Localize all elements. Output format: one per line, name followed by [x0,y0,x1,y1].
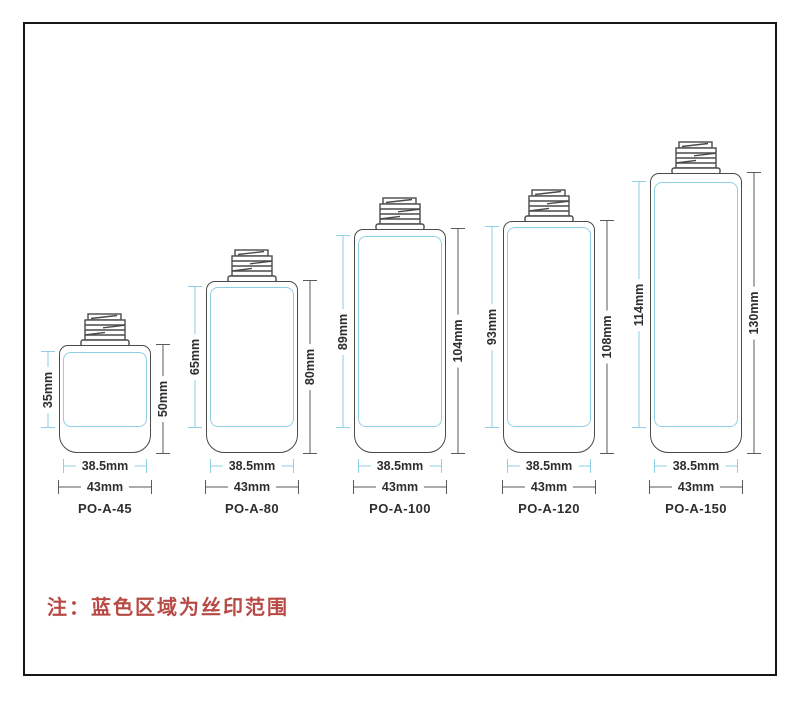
print-width-label: 38.5mm [370,459,430,473]
dimension-tick [41,351,55,352]
print-height-dimension: 89mm [336,235,350,428]
body-width-label: 43mm [671,480,721,494]
bottle-model-label: PO-A-120 [518,501,580,516]
body-width-label: 43mm [524,480,574,494]
dimension-tick [590,459,591,473]
screw-neck-icon [78,313,132,347]
dimension-tick [156,453,170,454]
bottle-model-label: PO-A-80 [224,501,280,516]
body-width-label: 43mm [227,480,277,494]
screw-neck-icon [373,197,427,231]
print-width-label: 38.5mm [75,459,135,473]
screw-neck-icon [669,141,723,175]
silk-print-area [507,227,591,427]
dimension-tick [188,286,202,287]
dimension-tick [451,228,465,229]
print-height-label: 89mm [336,308,350,355]
print-width-dimension: 38.5mm [654,459,738,473]
dimension-tick [41,427,55,428]
dimension-tick [293,459,294,473]
dimension-tick [336,235,350,236]
dimension-tick [451,453,465,454]
dimension-tick [298,480,299,494]
body-width-dimension: 43mm [58,480,152,494]
total-height-label: 108mm [600,310,614,364]
screw-neck-icon [225,249,279,283]
body-width-label: 43mm [375,480,425,494]
total-height-dimension: 50mm [156,344,170,454]
total-height-dimension: 108mm [600,220,614,454]
silk-print-area [654,182,738,427]
body-width-dimension: 43mm [205,480,299,494]
print-height-label: 93mm [485,303,499,351]
bottle-model-label: PO-A-100 [369,501,431,516]
dimension-tick [747,172,761,173]
dimension-tick [303,453,317,454]
print-height-label: 65mm [188,333,202,381]
dimension-tick [146,459,147,473]
body-width-dimension: 43mm [353,480,447,494]
silk-print-note: 注：蓝色区域为丝印范围 [47,597,289,619]
print-width-dimension: 38.5mm [210,459,294,473]
total-height-label: 80mm [303,343,317,391]
dimension-tick [600,453,614,454]
dimension-tick [632,181,646,182]
print-height-dimension: 65mm [188,286,202,428]
body-width-label: 43mm [80,480,130,494]
dimension-tick [188,427,202,428]
print-width-dimension: 38.5mm [63,459,147,473]
dimension-tick [595,480,596,494]
print-height-label: 35mm [41,366,55,413]
print-height-dimension: 114mm [632,181,646,428]
print-height-dimension: 93mm [485,226,499,428]
print-width-label: 38.5mm [666,459,726,473]
bottle-model-label: PO-A-150 [665,501,727,516]
body-width-dimension: 43mm [649,480,743,494]
dimension-tick [632,427,646,428]
dimension-tick [742,480,743,494]
silk-print-area [210,287,294,427]
dimension-tick [303,280,317,281]
silk-print-area [63,352,147,427]
dimension-tick [485,427,499,428]
silk-print-area [358,236,442,427]
total-height-dimension: 104mm [451,228,465,454]
dimension-tick [747,453,761,454]
screw-neck-icon [522,189,576,223]
total-height-label: 104mm [451,314,465,368]
bottle-model-label: PO-A-45 [77,501,133,516]
total-height-label: 50mm [156,375,170,423]
print-width-label: 38.5mm [222,459,282,473]
print-width-label: 38.5mm [519,459,579,473]
dimension-tick [441,459,442,473]
print-width-dimension: 38.5mm [507,459,591,473]
dimension-tick [336,427,350,428]
print-width-dimension: 38.5mm [358,459,442,473]
dimension-tick [485,226,499,227]
total-height-dimension: 80mm [303,280,317,454]
total-height-label: 130mm [747,286,761,340]
body-width-dimension: 43mm [502,480,596,494]
total-height-dimension: 130mm [747,172,761,454]
print-height-label: 114mm [632,278,646,331]
dimension-tick [151,480,152,494]
dimension-tick [737,459,738,473]
print-height-dimension: 35mm [41,351,55,428]
dimension-tick [600,220,614,221]
dimension-tick [156,344,170,345]
dimension-tick [446,480,447,494]
